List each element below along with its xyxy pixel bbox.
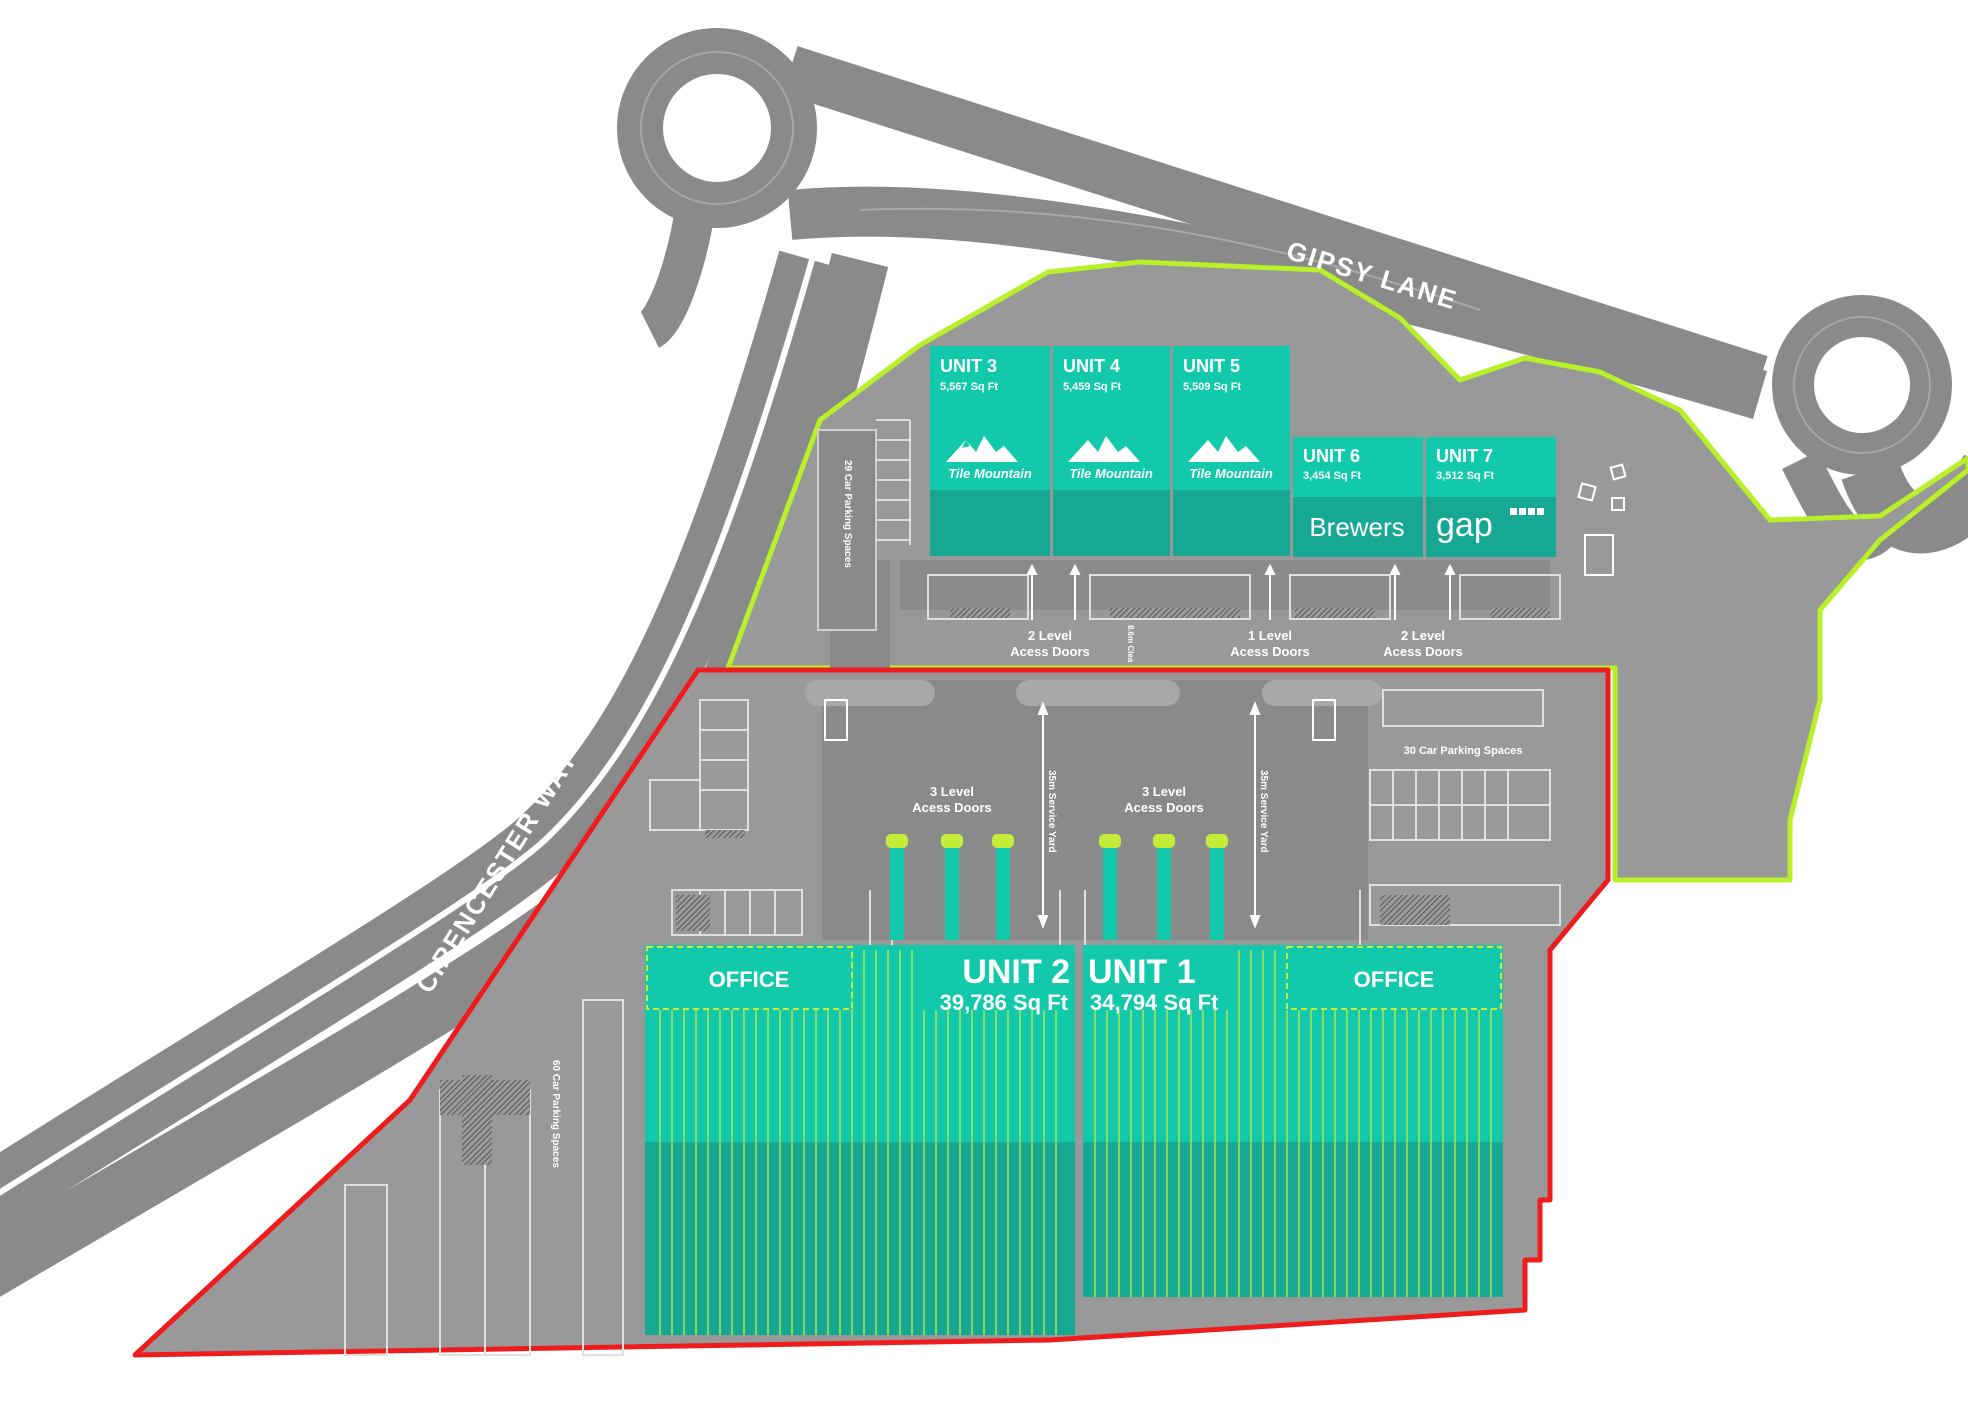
unit-1-area: 34,794 Sq Ft xyxy=(1090,990,1219,1015)
unit-3-building[interactable]: UNIT 3 5,567 Sq Ft Tile Mountain xyxy=(930,346,1050,556)
unit-5-area: 5,509 Sq Ft xyxy=(1183,381,1241,393)
parking-bays-west xyxy=(344,699,803,1356)
north-parking-label: 29 Car Parking Spaces xyxy=(842,460,853,568)
small-units: UNIT 3 5,567 Sq Ft Tile Mountain UNIT 4 … xyxy=(930,346,1556,557)
unit-2-area: 39,786 Sq Ft xyxy=(940,990,1069,1015)
service-yard-label-right: 35m Service Yard xyxy=(1258,770,1269,853)
west-parking-label: 60 Car Parking Spaces xyxy=(550,1060,561,1168)
unit-5-brand: Tile Mountain xyxy=(1189,466,1273,481)
front-parking-bays xyxy=(927,574,1561,620)
unit-5-building[interactable]: UNIT 5 5,509 Sq Ft Tile Mountain xyxy=(1173,346,1290,556)
mountain-logo-icon xyxy=(1188,436,1260,462)
doors-3-level-right-line1: 3 Level xyxy=(1142,784,1186,799)
unit-2-office-label: OFFICE xyxy=(709,967,790,992)
doors-2-level-left-line2: Acess Doors xyxy=(1010,644,1089,659)
unit-4-building[interactable]: UNIT 4 5,459 Sq Ft Tile Mountain xyxy=(1053,346,1170,556)
parking-bays-north xyxy=(876,419,911,545)
east-parking-label: 30 Car Parking Spaces xyxy=(1404,745,1523,757)
unit-4-brand: Tile Mountain xyxy=(1069,466,1153,481)
parking-bays-east xyxy=(1369,689,1561,926)
doors-1-level-line2: Acess Doors xyxy=(1230,644,1309,659)
unit-7-building[interactable]: UNIT 7 3,512 Sq Ft gap xyxy=(1426,437,1556,557)
unit-7-name: UNIT 7 xyxy=(1436,446,1493,466)
unit-4-name: UNIT 4 xyxy=(1063,356,1120,376)
doors-1-level-line1: 1 Level xyxy=(1248,628,1292,643)
unit-6-brand: Brewers xyxy=(1309,512,1404,542)
unit-4-area: 5,459 Sq Ft xyxy=(1063,381,1121,393)
doors-2-level-right-line1: 2 Level xyxy=(1401,628,1445,643)
doors-3-level-left-line2: Acess Doors xyxy=(912,800,991,815)
annotations: 2 Level Acess Doors 1 Level Acess Doors … xyxy=(912,625,1462,815)
unit-6-building[interactable]: UNIT 6 3,454 Sq Ft Brewers xyxy=(1293,437,1423,557)
clearance-label: 8.6m Clea xyxy=(1126,625,1135,663)
mountain-logo-icon xyxy=(946,436,1018,462)
unit-3-brand: Tile Mountain xyxy=(948,466,1032,481)
unit-5-name: UNIT 5 xyxy=(1183,356,1240,376)
unit-6-area: 3,454 Sq Ft xyxy=(1303,470,1361,482)
unit-7-brand: gap xyxy=(1436,506,1493,544)
unit-3-name: UNIT 3 xyxy=(940,356,997,376)
unit-6-name: UNIT 6 xyxy=(1303,446,1360,466)
unit-1-name: UNIT 1 xyxy=(1088,953,1196,991)
loading-docks xyxy=(869,834,1361,945)
service-yard-label-left: 35m Service Yard xyxy=(1046,770,1057,853)
doors-2-level-left-line1: 2 Level xyxy=(1028,628,1072,643)
unit-7-area: 3,512 Sq Ft xyxy=(1436,470,1494,482)
unit-3-area: 5,567 Sq Ft xyxy=(940,381,998,393)
unit-2-building[interactable]: OFFICE UNIT 2 39,786 Sq Ft xyxy=(645,945,1075,1335)
doors-2-level-right-line2: Acess Doors xyxy=(1383,644,1462,659)
access-door-arrows xyxy=(1026,563,1456,620)
doors-3-level-right-line2: Acess Doors xyxy=(1124,800,1203,815)
unit-2-name: UNIT 2 xyxy=(962,953,1070,991)
doors-3-level-left-line1: 3 Level xyxy=(930,784,974,799)
gap-logo-squares-icon xyxy=(1510,508,1544,515)
mountain-logo-icon xyxy=(1068,436,1140,462)
unit-1-office-label: OFFICE xyxy=(1354,967,1435,992)
south-site: 30 Car Parking Spaces 60 Car Parking Spa… xyxy=(132,667,1611,1358)
unit-1-building[interactable]: OFFICE UNIT 1 34,794 Sq Ft xyxy=(1083,945,1503,1297)
